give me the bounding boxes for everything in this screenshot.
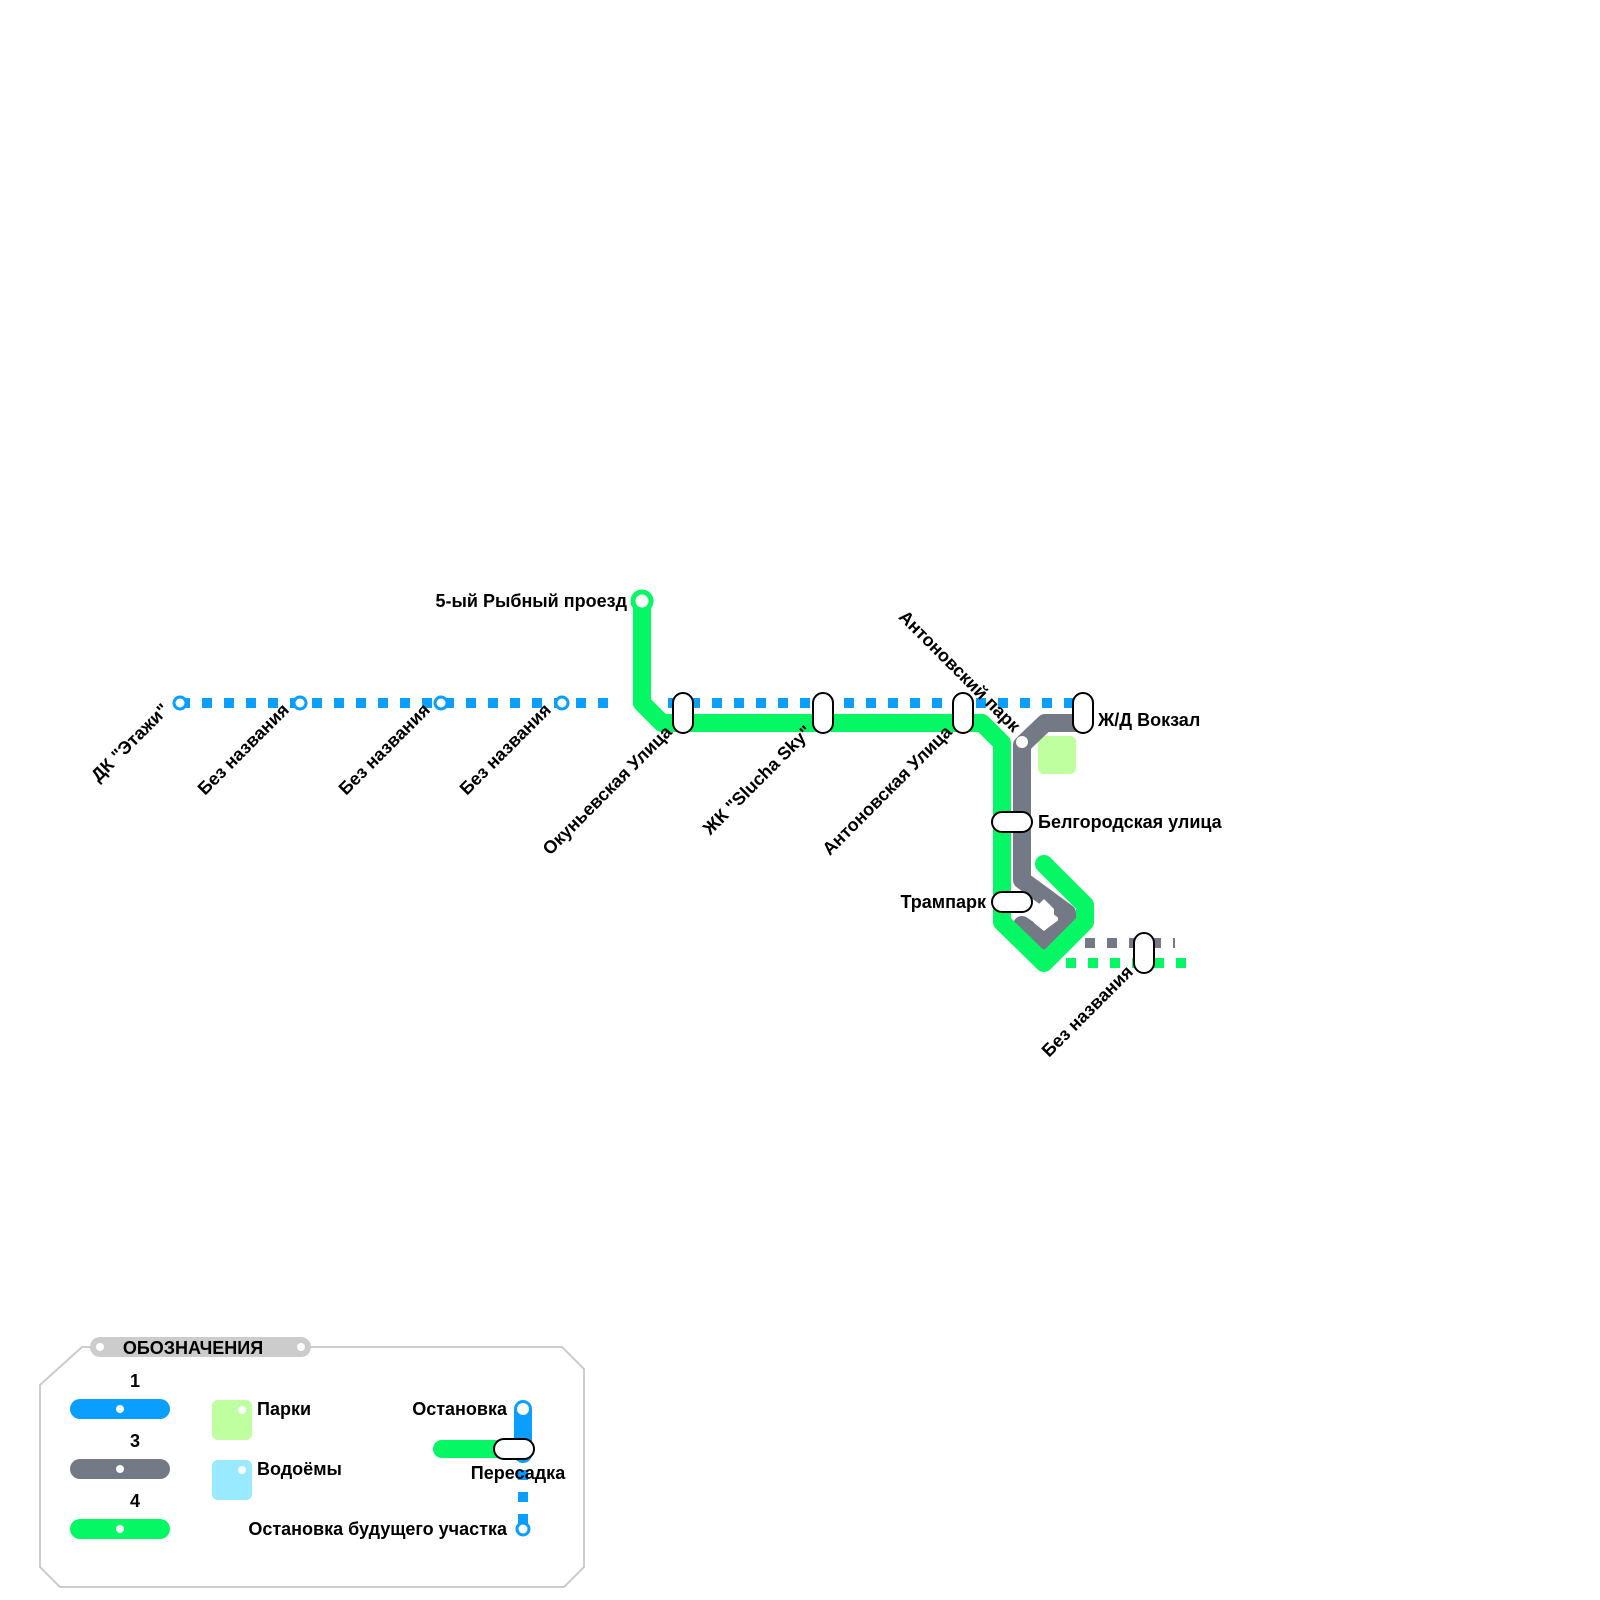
label-tramvpark: Трампарк [900, 892, 987, 912]
transfer-bez-4[interactable] [1133, 932, 1155, 974]
transfer-belgorodskaya[interactable] [991, 811, 1033, 833]
label-bez-2: Без названия [335, 700, 434, 799]
label-antonovskaya: Антоновская Улица [818, 721, 956, 859]
stop-bez-1[interactable] [292, 695, 308, 711]
stop-bez-2[interactable] [433, 695, 449, 711]
station-labels: ДК "Этажи" Без названия Без названия Без… [87, 591, 1223, 1061]
label-bez-4: Без названия [1038, 962, 1137, 1061]
stop-bez-3[interactable] [554, 695, 570, 711]
legend-parks-label: Парки [257, 1399, 311, 1419]
legend-park-swatch [212, 1400, 252, 1440]
legend: ОБОЗНАЧЕНИЯ 1 3 4 Парки Водоёмы Остановк… [39, 1337, 585, 1588]
legend-future-stop-label: Остановка будущего участка [248, 1519, 508, 1539]
legend-line-3-number: 3 [130, 1431, 140, 1451]
legend-title-bar [90, 1337, 311, 1357]
label-dk-etazhi: ДК "Этажи" [87, 700, 173, 786]
park-area [1038, 736, 1076, 774]
label-zhk-slucha: ЖК "Slucha Sky" [698, 722, 816, 840]
stop-line3-antonovsky[interactable] [1016, 736, 1028, 748]
label-bez-1: Без названия [194, 700, 293, 799]
legend-frame [39, 1346, 585, 1588]
transfer-antonovskaya[interactable] [952, 692, 974, 734]
legend-line-4-number: 4 [130, 1491, 140, 1511]
loop-center [1034, 899, 1054, 931]
legend-future-stop-sample [515, 1521, 531, 1537]
legend-title: ОБОЗНАЧЕНИЯ [123, 1338, 263, 1358]
legend-stop-label: Остановка [412, 1399, 508, 1419]
legend-transfer-label: Пересадка [471, 1463, 566, 1483]
stop-rybny[interactable] [630, 589, 654, 613]
label-zhd-vokzal: Ж/Д Вокзал [1097, 710, 1200, 730]
label-okunevskaya: Окуньевская Улица [539, 721, 677, 859]
legend-transfer-sample [493, 1438, 535, 1460]
label-rybny: 5-ый Рыбный проезд [436, 591, 628, 611]
legend-stop-sample [517, 1403, 529, 1415]
stop-dk-etazhi[interactable] [172, 695, 188, 711]
legend-water-swatch [212, 1460, 252, 1500]
transfer-zhk-slucha[interactable] [812, 692, 834, 734]
transfer-tramvpark[interactable] [991, 891, 1033, 913]
legend-line-1-number: 1 [130, 1371, 140, 1391]
transfer-okunevskaya[interactable] [672, 692, 694, 734]
future-stops-line-1 [172, 695, 570, 711]
legend-water-label: Водоёмы [257, 1459, 342, 1479]
line-3 [1013, 714, 1175, 950]
label-belgorodskaya: Белгородская улица [1038, 812, 1223, 832]
transfer-stations [672, 692, 1155, 974]
transfer-stations-h [991, 811, 1033, 913]
label-bez-3: Без названия [456, 700, 555, 799]
transfer-zhd-vokzal[interactable] [1072, 692, 1094, 734]
